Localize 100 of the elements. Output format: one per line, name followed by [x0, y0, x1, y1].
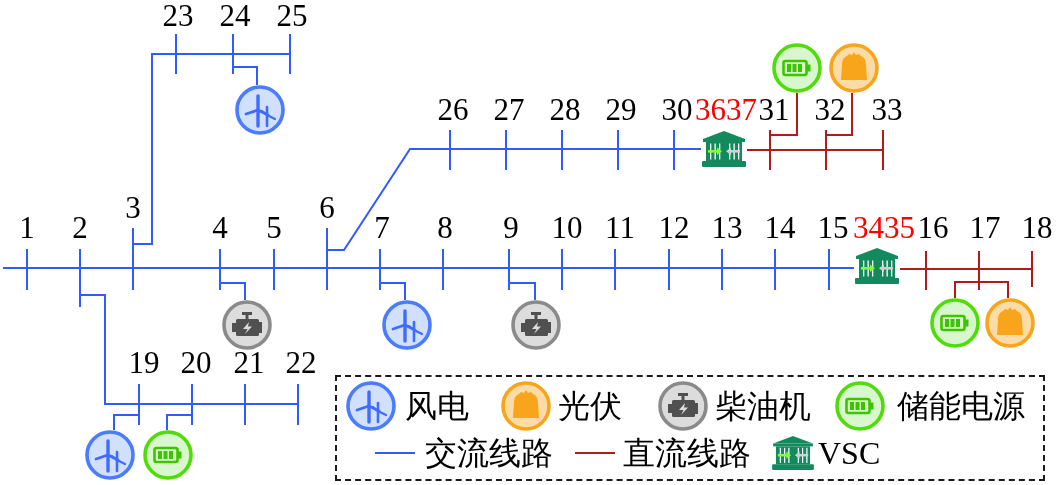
power-line	[509, 267, 562, 269]
bus-number: 8	[437, 212, 453, 243]
bus-number: 15	[817, 212, 849, 243]
bus-number: 27	[493, 94, 525, 125]
bus-number: 31	[758, 94, 790, 125]
bus-number: 21	[233, 347, 265, 378]
legend-label: VSC	[818, 437, 881, 469]
power-line	[618, 148, 674, 150]
power-line	[233, 53, 290, 55]
building-icon	[854, 247, 900, 285]
power-line	[220, 267, 274, 269]
legend-label: 光伏	[558, 390, 622, 422]
power-line	[506, 148, 562, 150]
power-line	[562, 148, 618, 150]
power-line	[80, 294, 139, 405]
power-line	[245, 403, 298, 405]
power-line	[166, 414, 192, 431]
bus-number: 35	[884, 212, 915, 243]
power-line	[450, 148, 506, 150]
bus-number: 6	[319, 192, 335, 223]
power-line	[954, 281, 979, 299]
legend-label: 风电	[405, 390, 469, 422]
dome-icon	[829, 43, 879, 93]
power-line	[979, 281, 1009, 299]
bus-number: 11	[605, 212, 635, 243]
bus-number: 5	[266, 212, 282, 243]
power-line	[327, 267, 380, 269]
bus-number: 3	[125, 192, 141, 223]
bus-number: 30	[661, 94, 693, 125]
bus-number: 24	[219, 0, 251, 31]
power-line	[829, 267, 855, 269]
bus-number: 19	[128, 347, 160, 378]
power-line	[2, 267, 27, 269]
power-line	[233, 66, 258, 86]
power-line	[926, 268, 979, 270]
power-line	[770, 149, 826, 151]
engine-icon	[222, 300, 272, 350]
power-line	[380, 282, 406, 301]
legend-label: 交流线路	[425, 437, 553, 469]
power-line	[562, 267, 615, 269]
power-line	[826, 92, 853, 136]
power-line	[133, 267, 220, 269]
bus-number: 22	[285, 347, 317, 378]
power-line	[113, 414, 139, 431]
bus-number: 23	[162, 0, 194, 31]
bus-number: 13	[711, 212, 743, 243]
legend-label: 储能电源	[897, 390, 1025, 422]
bus-number: 25	[276, 0, 308, 31]
power-line	[176, 53, 233, 55]
power-line	[133, 53, 176, 245]
power-line	[674, 148, 702, 150]
engine-icon	[511, 300, 561, 350]
power-line	[746, 149, 770, 151]
bus-number: 36	[695, 94, 726, 125]
power-line	[775, 267, 829, 269]
power-line	[669, 267, 722, 269]
bus-number: 16	[917, 212, 949, 243]
power-line	[327, 148, 450, 251]
bus-number: 33	[871, 94, 903, 125]
power-line	[899, 268, 926, 270]
bus-number: 18	[1021, 212, 1053, 243]
power-line	[722, 267, 775, 269]
bus-number: 34	[853, 212, 884, 243]
bus-number: 26	[437, 94, 469, 125]
battery-icon	[772, 43, 822, 93]
power-line	[443, 267, 509, 269]
building-icon	[701, 130, 747, 168]
battery-icon	[143, 430, 193, 480]
power-line	[80, 267, 133, 269]
bus-number: 28	[549, 94, 581, 125]
bus-number: 9	[503, 212, 519, 243]
bus-number: 29	[605, 94, 637, 125]
legend-label: 柴油机	[715, 390, 811, 422]
power-line	[770, 92, 798, 136]
wind-turbine-icon	[382, 300, 432, 350]
power-line	[826, 149, 883, 151]
power-line	[979, 268, 1032, 270]
bus-number: 37	[726, 94, 757, 125]
bus-number: 32	[814, 94, 846, 125]
power-line	[380, 267, 443, 269]
wind-turbine-icon	[85, 430, 135, 480]
battery-icon	[930, 298, 980, 348]
wind-turbine-icon	[235, 85, 285, 135]
power-line	[509, 282, 536, 301]
bus-number: 10	[551, 212, 583, 243]
bus-number: 20	[180, 347, 212, 378]
bus-number: 12	[658, 212, 690, 243]
legend-label: 直流线路	[623, 437, 751, 469]
power-line	[615, 267, 669, 269]
bus-number: 17	[969, 212, 1001, 243]
bus-number: 2	[72, 212, 88, 243]
power-line	[139, 403, 192, 405]
power-line	[220, 282, 246, 301]
bus-number: 4	[212, 212, 228, 243]
power-line	[274, 267, 327, 269]
power-line	[27, 267, 80, 269]
bus-number: 1	[19, 212, 35, 243]
dome-icon	[985, 298, 1035, 348]
bus-number: 7	[374, 212, 390, 243]
power-line	[192, 403, 245, 405]
